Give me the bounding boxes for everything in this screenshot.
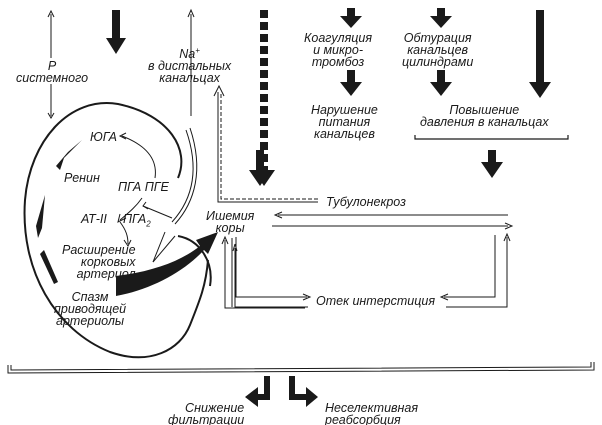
label-pressure: Повышение давления в канальцах	[420, 103, 549, 129]
obturation-arrows	[430, 8, 452, 96]
label-pga-pge: ПГА ПГЕ	[118, 180, 169, 194]
tubulonecrosis-feedback-line	[213, 84, 318, 203]
label-at2: АТ-II	[81, 212, 107, 226]
label-coagulation: Коагуляция и микро- тромбоз	[304, 31, 373, 69]
na-symbol: Na	[179, 47, 196, 61]
na-location: в дистальных канальцах	[148, 59, 232, 85]
output-arrows	[245, 376, 318, 407]
ischemia-edema-loop	[221, 211, 514, 309]
label-yuga: ЮГА	[90, 130, 117, 144]
label-dilation: Расширение корковых артериол	[62, 243, 136, 281]
pressure-arrow	[481, 150, 503, 178]
pga2-text: ПГА	[123, 212, 147, 226]
label-na-distal: Na+ в дистальных канальцах	[148, 45, 232, 85]
right-long-arrow	[529, 10, 551, 98]
label-filtration: Снижение фильтрации	[168, 401, 245, 425]
renin-cascade-arrows	[36, 140, 82, 284]
label-reabsorption: Неселективная реабсорбция	[325, 401, 419, 425]
na-up-arrow	[187, 8, 195, 116]
label-p-systemic: P системного	[16, 59, 89, 85]
nutrition-arrow	[249, 150, 271, 186]
kidney-outline	[23, 102, 209, 359]
label-pga2: ПГА2	[123, 212, 151, 228]
label-edema: Отек интерстиция	[316, 294, 436, 308]
na-charge: +	[195, 45, 200, 55]
label-spasm: Спазм приводящей артериолы	[54, 290, 127, 328]
label-tubulonecrosis: Тубулонекроз	[326, 195, 406, 209]
big-curved-arrow	[116, 232, 218, 296]
label-renin: Ренин	[64, 171, 100, 185]
label-obturation: Обтурация канальцев цилиндрами	[402, 31, 474, 69]
bottom-bracket	[7, 362, 595, 374]
prostaglandin-arrows	[117, 132, 176, 263]
pressure-bracket	[414, 135, 569, 140]
p-systemic-arrow	[47, 9, 55, 119]
label-nutrition: Нарушение питания канальцев	[311, 103, 378, 141]
pga2-subscript: 2	[146, 219, 151, 229]
coagulation-arrows	[340, 8, 362, 96]
inner-double-arc	[171, 129, 194, 223]
label-ischemia: Ишемия коры	[206, 209, 255, 235]
thick-down-arrow-1	[106, 10, 126, 54]
